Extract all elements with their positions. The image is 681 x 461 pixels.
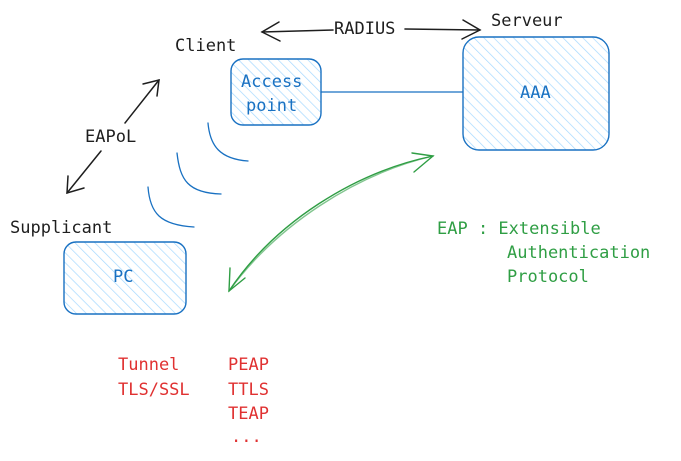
- eap-arrow: [228, 152, 435, 293]
- aaa-server-box: [462, 36, 610, 151]
- aaa-label: AAA: [520, 83, 551, 103]
- radius-label: RADIUS: [334, 19, 396, 39]
- client-label: Client: [175, 36, 237, 56]
- pc-label: PC: [113, 267, 134, 287]
- eap-definition-line1: EAP : Extensible: [437, 219, 601, 239]
- method-peap: PEAP: [228, 355, 269, 375]
- wireless-signal-icon: [147, 122, 249, 228]
- method-teap: TEAP: [228, 404, 269, 424]
- access-point-label-line2: point: [246, 96, 298, 116]
- supplicant-label: Supplicant: [10, 218, 113, 238]
- access-point-label-line1: Access: [241, 72, 303, 92]
- serveur-label: Serveur: [491, 11, 563, 31]
- eapol-label: EAPoL: [85, 127, 137, 147]
- eap-definition-line3: Protocol: [507, 267, 589, 287]
- radius-arrow: [260, 19, 482, 42]
- tunnel-label-line2: TLS/SSL: [118, 380, 190, 400]
- eapol-arrow: [66, 79, 160, 195]
- tunnel-label-line1: Tunnel: [118, 355, 180, 375]
- eap-definition-line2: Authentication: [507, 243, 651, 263]
- method-ttls: TTLS: [228, 380, 269, 400]
- pc-box: [63, 241, 187, 315]
- method-ellipsis: ...: [231, 427, 262, 447]
